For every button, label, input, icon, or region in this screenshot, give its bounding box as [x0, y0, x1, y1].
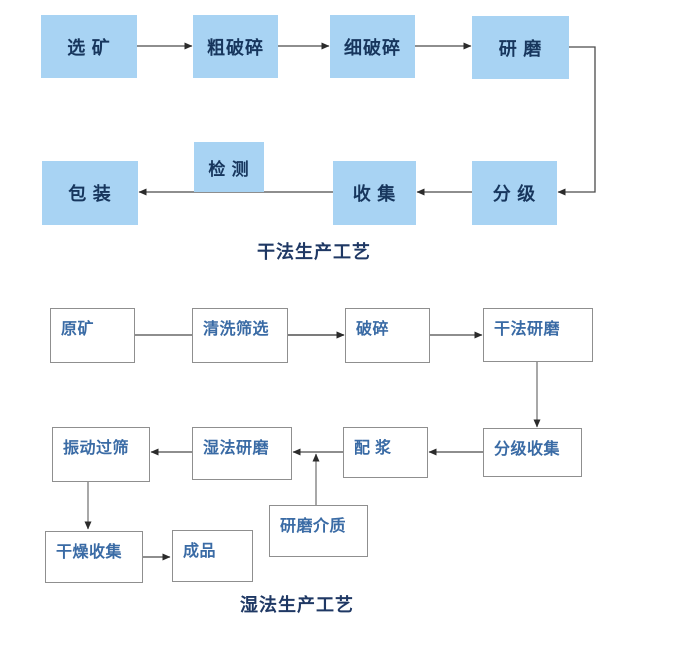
- dry-process-title: 干法生产工艺: [257, 242, 371, 262]
- flow-node-raw-ore: 原矿: [50, 308, 135, 363]
- flow-node-drying-collection: 干燥收集: [45, 531, 143, 583]
- flow-node-classification: 分 级: [472, 161, 557, 225]
- flow-node-packaging: 包 装: [42, 161, 138, 225]
- flow-node-coarse-crushing: 粗破碎: [193, 15, 278, 78]
- flow-node-vibrating-screening: 振动过筛: [52, 427, 150, 482]
- flow-node-washing-screening: 清洗筛选: [192, 308, 288, 363]
- flow-node-finished-product: 成品: [172, 530, 253, 582]
- flow-node-slurry-preparation: 配 浆: [343, 427, 428, 478]
- flow-node-fine-crushing: 细破碎: [330, 15, 415, 78]
- flow-node-collection: 收 集: [333, 161, 416, 225]
- flow-node-grinding-media: 研磨介质: [269, 505, 368, 557]
- flow-node-classified-collection: 分级收集: [483, 428, 582, 477]
- flow-node-crushing: 破碎: [345, 308, 430, 363]
- flow-node-dry-grinding: 干法研磨: [483, 308, 593, 362]
- flow-node-wet-grinding: 湿法研磨: [192, 427, 292, 480]
- flow-node-ore-selection: 选 矿: [41, 15, 137, 78]
- flow-node-grinding: 研 磨: [472, 16, 569, 79]
- wet-process-title: 湿法生产工艺: [240, 595, 354, 615]
- flow-node-inspection: 检 测: [194, 142, 264, 192]
